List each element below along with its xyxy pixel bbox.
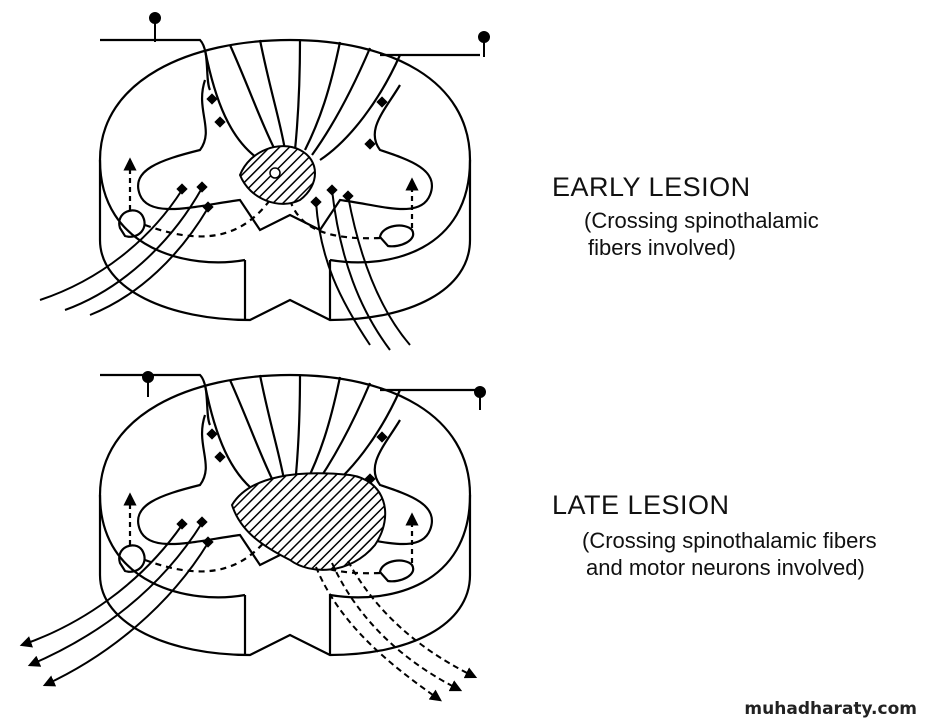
- central-canal: [269, 167, 281, 179]
- late-lesion-label: LATE LESION (Crossing spinothalamic fibe…: [552, 490, 877, 581]
- early-lesion-desc-line1: (Crossing spinothalamic: [584, 208, 819, 233]
- late-lesion-desc-line2: and motor neurons involved): [586, 555, 865, 580]
- watermark: muhadharaty.com: [744, 699, 917, 719]
- late-lesion-desc-line1: (Crossing spinothalamic fibers: [582, 528, 877, 553]
- early-lesion-label: EARLY LESION (Crossing spinothalamic fib…: [552, 172, 819, 261]
- early-lesion-desc-line2: fibers involved): [588, 235, 736, 260]
- early-lesion-cord: [39, 12, 490, 351]
- early-lesion-title: EARLY LESION: [552, 172, 751, 202]
- late-lesion-area: [230, 472, 387, 571]
- late-lesion-cord: [19, 371, 486, 702]
- late-lesion-title: LATE LESION: [552, 490, 730, 520]
